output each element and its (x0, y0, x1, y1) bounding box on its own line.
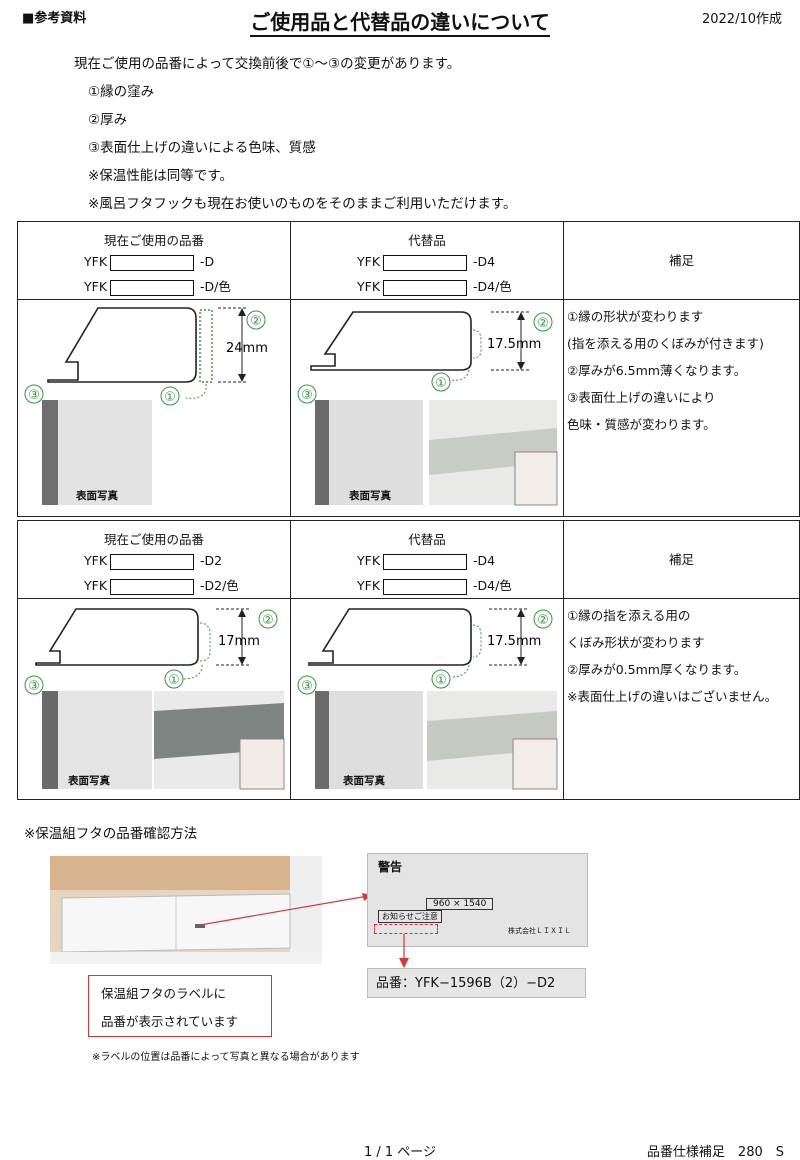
alt-product-header: 代替品 YFK-D4 YFK-D4/色 (290, 520, 564, 599)
intro-item: ①縁の窪み (88, 84, 155, 100)
reference-label: ■参考資料 (22, 11, 87, 26)
label-warning: 警告 (378, 860, 403, 874)
bath-lid-photo (50, 856, 322, 964)
current-product-header: 現在ご使用の品番 YFK-D2 YFK-D2/色 (17, 520, 291, 599)
alt-product-diagram: 17.5mm ② ① ③ 表面写真 (290, 299, 564, 517)
page-title: ご使用品と代替品の違いについて (0, 6, 800, 37)
thickness-label: 17.5mm (487, 337, 541, 352)
label-product-code: 品番：YFK−1596B（2）−D2 (367, 968, 586, 998)
current-product-title: 現在ご使用の品番 (103, 233, 204, 248)
note-header: 補足 (563, 520, 800, 599)
svg-text:①: ① (164, 390, 176, 405)
edge-profile-diagram: 24mm ② ① ③ (24, 307, 268, 505)
comparison-table-2: 現在ご使用の品番 YFK-D2 YFK-D2/色 代替品 YFK-D4 YFK-… (17, 520, 800, 800)
thickness-label: 24mm (226, 341, 268, 356)
svg-text:②: ② (262, 613, 274, 628)
thickness-label: 17mm (218, 634, 260, 649)
product-code-row: YFK-D2/色 (84, 578, 239, 595)
current-product-diagram: 17mm ② ① ③ 表面写真 (17, 598, 291, 800)
note-cell: ①縁の形状が変わります (指を添える用のくぼみが付きます) ②厚みが6.5mm薄… (563, 299, 800, 517)
intro-text: 現在ご使用の品番によって交換前後で①～③の変更があります。 ①縁の窪み ②厚み … (74, 50, 516, 218)
svg-text:③: ③ (301, 679, 313, 694)
intro-item: ③表面仕上げの違いによる色味、質感 (88, 140, 316, 156)
note-cell: ①縁の指を添える用の くぼみ形状が変わります ②厚みが0.5mm厚くなります。 … (563, 598, 800, 800)
label-caution: お知らせご注意 (378, 910, 442, 923)
label-position-note: ※ラベルの位置は品番によって写真と異なる場合があります (92, 1052, 360, 1063)
product-code-row: YFK-D (84, 254, 215, 271)
surface-photo-caption: 表面写真 (68, 775, 110, 787)
footer-doc-id: 品番仕様補足 280 S (646, 1145, 784, 1160)
label-photo: 警告 お知らせご注意 960 × 1540 株式会社ＬＩＸＩＬ (367, 853, 588, 947)
thickness-label: 17.5mm (487, 634, 541, 649)
label-maker: 株式会社ＬＩＸＩＬ (508, 927, 571, 935)
alt-product-header: 代替品 YFK-D4 YFK-D4/色 (290, 221, 564, 300)
svg-text:①: ① (435, 376, 447, 391)
note-text: ①縁の指を添える用の くぼみ形状が変わります ②厚みが0.5mm厚くなります。 … (567, 608, 778, 704)
pointer-arrows (200, 893, 372, 926)
svg-text:③: ③ (28, 679, 40, 694)
note-header: 補足 (563, 221, 800, 300)
note-title: 補足 (668, 552, 694, 567)
product-code-row: YFK-D4/色 (357, 578, 512, 595)
label-highlight (374, 924, 438, 934)
edge-profile-diagram: 17.5mm ② ① ③ (297, 311, 558, 506)
alt-product-title: 代替品 (408, 233, 446, 248)
svg-text:①: ① (435, 673, 447, 688)
down-arrow (399, 934, 409, 968)
intro-item: ※保温性能は同等です。 (88, 168, 233, 184)
product-code-row: YFK-D4 (357, 254, 496, 271)
svg-text:②: ② (250, 314, 262, 329)
label-callout: 保温組フタのラベルに 品番が表示されています (88, 975, 272, 1037)
alt-product-diagram: 17.5mm ② ① ③ 表面写真 (290, 598, 564, 800)
note-text: ①縁の形状が変わります (指を添える用のくぼみが付きます) ②厚みが6.5mm薄… (567, 309, 764, 432)
svg-text:③: ③ (301, 388, 313, 403)
svg-text:①: ① (168, 673, 180, 688)
product-code-row: YFK-D4/色 (357, 279, 512, 296)
edge-profile-diagram: 17mm ② ① ③ (24, 608, 285, 790)
note-title: 補足 (668, 253, 694, 268)
alt-product-title: 代替品 (408, 532, 446, 547)
intro-item: ※風呂フタフックも現在お使いのものをそのままご利用いただけます。 (88, 196, 517, 212)
svg-text:②: ② (537, 316, 549, 331)
current-product-title: 現在ご使用の品番 (103, 532, 204, 547)
product-code-row: YFK-D2 (84, 553, 223, 570)
surface-photo-caption: 表面写真 (76, 490, 118, 502)
surface-photo-caption: 表面写真 (343, 775, 385, 787)
created-date: 2022/10作成 (701, 12, 782, 27)
current-product-diagram: 24mm ② ① ③ 表面写真 (17, 299, 291, 517)
product-code-row: YFK-D/色 (84, 279, 231, 296)
comparison-table-1: 現在ご使用の品番 YFK-D YFK-D/色 代替品 YFK-D4 YFK-D4… (17, 221, 800, 517)
intro-lead: 現在ご使用の品番によって交換前後で①～③の変更があります。 (74, 56, 461, 72)
current-product-header: 現在ご使用の品番 YFK-D YFK-D/色 (17, 221, 291, 300)
edge-profile-diagram: 17.5mm ② ① ③ (297, 608, 558, 790)
svg-text:③: ③ (28, 388, 40, 403)
how-to-title: ※保温組フタの品番確認方法 (24, 826, 198, 842)
product-code-row: YFK-D4 (357, 553, 496, 570)
svg-text:②: ② (537, 613, 549, 628)
label-size: 960 × 1540 (426, 898, 494, 910)
surface-photo-caption: 表面写真 (349, 490, 391, 502)
page-number: 1 / 1 ページ (363, 1145, 437, 1160)
intro-item: ②厚み (88, 112, 128, 128)
